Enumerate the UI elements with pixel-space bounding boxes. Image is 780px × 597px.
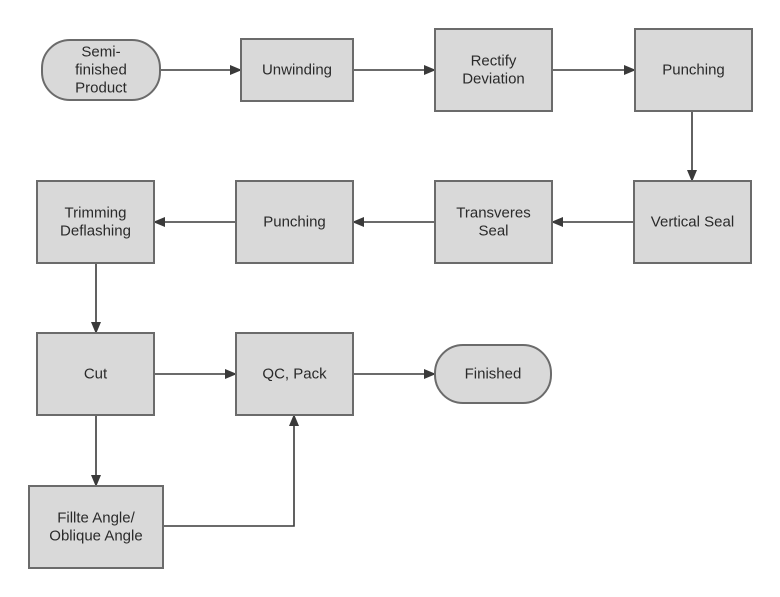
node-label-vertical: Vertical Seal xyxy=(651,214,734,231)
process-box-cut xyxy=(36,332,155,416)
node-label-rectify-line-2: Deviation xyxy=(462,71,525,88)
node-label-fillet-line-1: Fillte Angle/ xyxy=(57,510,135,527)
node-label-qc: QC, Pack xyxy=(262,366,327,383)
node-punching1: Punching xyxy=(634,28,753,112)
node-label-cut: Cut xyxy=(84,366,108,383)
node-label-punching2: Punching xyxy=(263,214,326,231)
node-label-finished: Finished xyxy=(465,366,522,383)
terminal-shape-semi xyxy=(41,39,161,101)
node-label-unwinding: Unwinding xyxy=(262,62,332,79)
node-label-punching1: Punching xyxy=(662,62,725,79)
node-label-semi-line-2: finished xyxy=(75,62,127,79)
node-label-transveres-line-1: Transveres xyxy=(456,205,530,222)
process-box-rectify xyxy=(434,28,553,112)
process-box-unwinding xyxy=(240,38,354,102)
edges-layer xyxy=(91,65,697,527)
node-qc: QC, Pack xyxy=(235,332,354,416)
process-box-transveres xyxy=(434,180,553,264)
node-label-trimming-line-1: Trimming xyxy=(65,205,127,222)
node-label-semi-line-3: Product xyxy=(75,80,128,97)
node-label-fillet-line-2: Oblique Angle xyxy=(49,528,142,545)
process-box-vertical xyxy=(633,180,752,264)
node-fillet: Fillte Angle/Oblique Angle xyxy=(28,485,164,569)
arrow-fillet-to-qc xyxy=(163,414,299,527)
process-box-punching2 xyxy=(235,180,354,264)
node-label-trimming-line-2: Deflashing xyxy=(60,223,131,240)
process-box-fillet xyxy=(28,485,164,569)
node-label-semi-line-1: Semi- xyxy=(81,44,120,61)
node-label-rectify-line-1: Rectify xyxy=(471,53,517,70)
process-box-qc xyxy=(235,332,354,416)
node-cut: Cut xyxy=(36,332,155,416)
node-label-transveres-line-2: Seal xyxy=(478,223,508,240)
process-box-punching1 xyxy=(634,28,753,112)
node-finished: Finished xyxy=(434,344,552,404)
node-punching2: Punching xyxy=(235,180,354,264)
node-unwinding: Unwinding xyxy=(240,38,354,102)
process-box-trimming xyxy=(36,180,155,264)
terminal-shape-finished xyxy=(434,344,552,404)
node-vertical: Vertical Seal xyxy=(633,180,752,264)
